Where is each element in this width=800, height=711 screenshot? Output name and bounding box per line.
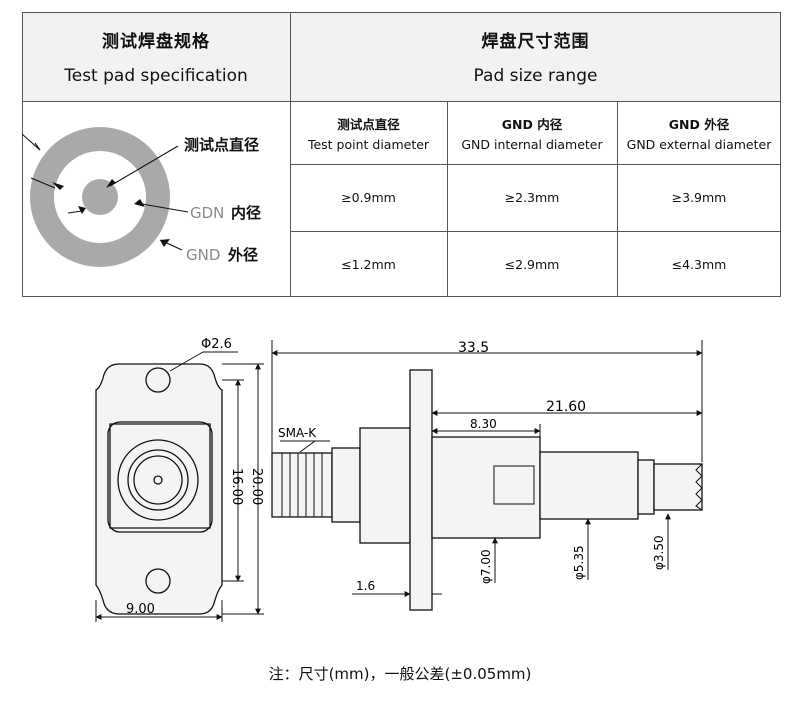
table-cell: ≥3.9mm (671, 190, 727, 205)
table-cell: ≤1.2mm (341, 256, 396, 272)
col-header-en: GND internal diameter (461, 136, 603, 152)
right-header: 焊盘尺寸范围 Pad size range (290, 12, 781, 101)
dim-inner-h: 16.00 (229, 468, 244, 505)
outer-label-en: GND (186, 246, 220, 264)
col-header-en: GND external diameter (626, 136, 772, 152)
col-header-zh: 测试点直径 (337, 116, 400, 132)
right-header-en: Pad size range (473, 66, 598, 86)
col-header-en: Test point diameter (307, 136, 430, 152)
left-header-bg (22, 12, 290, 101)
dim-pin-len: 21.60 (546, 399, 586, 415)
tolerance-note: 注：尺寸(mm)，一般公差(±0.05mm) (268, 665, 532, 683)
table-cell: ≥2.3mm (504, 190, 560, 205)
col-header-zh: GND 外径 (668, 116, 730, 132)
dim-d1: φ7.00 (479, 549, 493, 584)
right-header-zh: 焊盘尺寸范围 (481, 32, 590, 52)
side-view-dims (271, 340, 703, 597)
table-grid: 测试点直径 GDN 内径 GND 外径 (21, 12, 781, 297)
col-header-zh: GND 内径 (501, 116, 563, 132)
table-cell: ≤2.9mm (504, 256, 560, 272)
side-view-details (281, 453, 703, 517)
inner-label-en: GDN (190, 204, 224, 222)
table-cell: ≤4.3mm (671, 256, 727, 272)
front-view (95, 363, 223, 615)
left-header-en: Test pad specification (64, 66, 248, 86)
connector-label: SMA-K (278, 426, 317, 440)
front-view-dims (95, 351, 264, 622)
col-header-gnd-internal: GND 内径 GND internal diameter (447, 101, 617, 164)
table-cell: ≥0.9mm (341, 190, 396, 205)
left-header-zh: 测试焊盘规格 (102, 32, 210, 52)
dim-width: 9.00 (126, 602, 155, 617)
test-point-label: 测试点直径 (184, 136, 259, 154)
dim-step-len: 8.30 (470, 417, 497, 431)
outer-label-zh: 外径 (227, 246, 258, 264)
dim-d2: φ5.35 (572, 545, 586, 580)
right-header-bg (290, 12, 781, 101)
dim-hole: Φ2.6 (201, 337, 232, 352)
inner-label-zh: 内径 (231, 204, 261, 222)
dim-total-len: 33.5 (458, 340, 489, 356)
left-header: 测试焊盘规格 Test pad specification (22, 12, 290, 101)
dim-d3: φ3.50 (652, 535, 666, 570)
col-header-test-point: 测试点直径 Test point diameter (290, 101, 447, 164)
col-header-gnd-external: GND 外径 GND external diameter (617, 101, 781, 164)
dim-outer-h: 20.00 (249, 468, 264, 505)
dim-flange-thickness: 1.6 (356, 579, 375, 593)
test-pad-illustration: 测试点直径 GDN 内径 GND 外径 (21, 127, 261, 267)
